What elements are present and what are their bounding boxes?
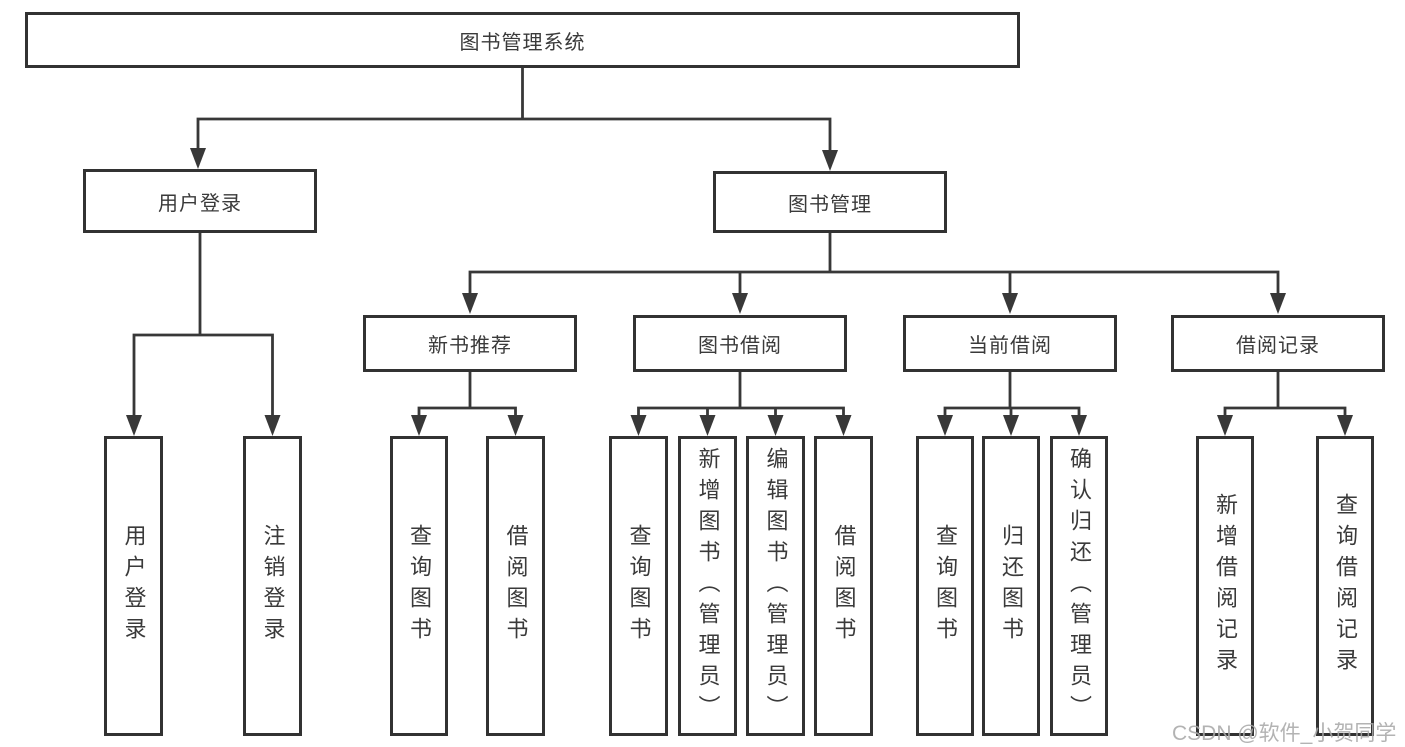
node-library-system-label: 图书管理系统 (459, 31, 586, 54)
leaf-current-return-books-label: 归还图书 (999, 524, 1024, 648)
leaf-newbook-borrow-books: 借阅图书 (486, 436, 545, 736)
connector-user-login-to-leaves (126, 233, 281, 436)
node-current-borrowing-label: 当前借阅 (968, 335, 1052, 357)
connector-book-mgmt-to-level3 (462, 233, 1286, 314)
leaf-borrow-add-books-admin-label: 新增图书（管理员） (695, 446, 721, 726)
leaf-logout-label: 注销登录 (260, 524, 286, 648)
connector-root-to-level2 (190, 68, 838, 171)
node-library-system: 图书管理系统 (25, 12, 1020, 68)
node-borrowing-records-label: 借阅记录 (1236, 335, 1320, 357)
leaf-borrow-add-books-admin: 新增图书（管理员） (678, 436, 737, 736)
connector-book-borrow-to-leaves (630, 372, 852, 436)
node-book-management-label: 图书管理 (788, 193, 872, 216)
connector-current-borrow-to-leaves (937, 372, 1087, 436)
node-current-borrowing: 当前借阅 (903, 315, 1117, 372)
leaf-newbook-borrow-books-label: 借阅图书 (503, 524, 529, 648)
leaf-current-query-books-label: 查询图书 (933, 524, 958, 648)
leaf-borrow-query-books-label: 查询图书 (626, 524, 652, 648)
leaf-record-query-borrow-record-label: 查询借阅记录 (1333, 493, 1358, 679)
leaf-current-query-books: 查询图书 (916, 436, 974, 736)
leaf-newbook-query-books-label: 查询图书 (407, 524, 432, 648)
node-user-login-label: 用户登录 (158, 192, 242, 215)
leaf-record-add-borrow-record-label: 新增借阅记录 (1213, 493, 1238, 679)
node-user-login: 用户登录 (83, 169, 317, 233)
node-book-management: 图书管理 (713, 171, 947, 233)
leaf-borrow-edit-books-admin: 编辑图书（管理员） (746, 436, 805, 736)
leaf-logout: 注销登录 (243, 436, 302, 736)
csdn-watermark: CSDN @软件_小贺同学 (1172, 722, 1397, 745)
connector-new-book-to-leaves (411, 372, 524, 436)
leaf-current-confirm-return-admin: 确认归还（管理员） (1050, 436, 1108, 736)
node-book-borrowing: 图书借阅 (633, 315, 847, 372)
leaf-newbook-query-books: 查询图书 (390, 436, 448, 736)
node-borrowing-records: 借阅记录 (1171, 315, 1385, 372)
node-book-borrowing-label: 图书借阅 (698, 335, 782, 357)
node-new-book-recommend: 新书推荐 (363, 315, 577, 372)
leaf-user-login-label: 用户登录 (121, 524, 147, 648)
node-new-book-recommend-label: 新书推荐 (428, 335, 512, 357)
leaf-borrow-borrow-books: 借阅图书 (814, 436, 873, 736)
leaf-record-add-borrow-record: 新增借阅记录 (1196, 436, 1254, 736)
leaf-borrow-borrow-books-label: 借阅图书 (831, 524, 857, 648)
leaf-record-query-borrow-record: 查询借阅记录 (1316, 436, 1374, 736)
leaf-borrow-query-books: 查询图书 (609, 436, 668, 736)
leaf-user-login: 用户登录 (104, 436, 163, 736)
leaf-current-confirm-return-admin-label: 确认归还（管理员） (1067, 446, 1092, 726)
connector-borrow-record-to-leaves (1217, 372, 1353, 436)
leaf-borrow-edit-books-admin-label: 编辑图书（管理员） (763, 446, 789, 726)
leaf-current-return-books: 归还图书 (982, 436, 1040, 736)
